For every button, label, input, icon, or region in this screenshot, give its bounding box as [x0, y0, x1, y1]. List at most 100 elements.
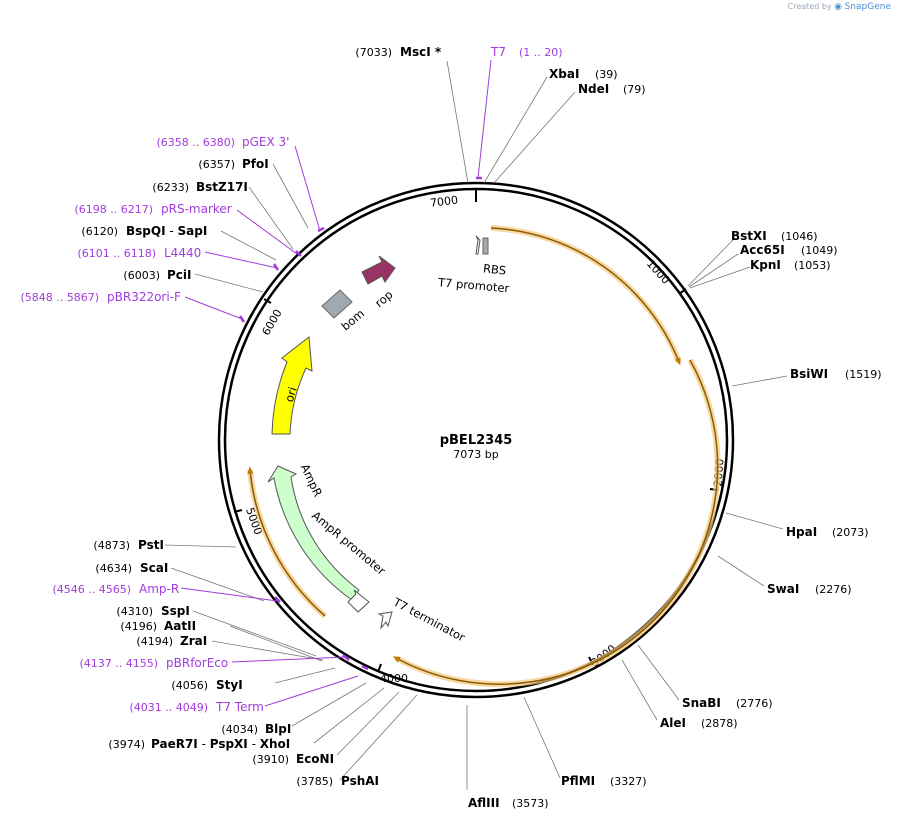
enzyme-bspQI[interactable]: (6120) BspQI - SapI: [81, 224, 207, 238]
ampr-label: AmpR: [298, 462, 325, 499]
primer-pgex3[interactable]: (6358 .. 6380) pGEX 3': [156, 135, 289, 149]
tick-label-6000: 6000: [260, 307, 285, 338]
snapgene-brand: Created by ◉ SnapGene: [788, 2, 891, 12]
primer-pbrforeco-range: (4137 .. 4155): [79, 657, 158, 670]
brand-prefix: Created by: [787, 2, 832, 11]
enzyme-paeR7I[interactable]: (3974) PaeR7I - PspXI - XhoI: [108, 737, 290, 751]
enzyme-labels: (7033) MscI * XbaI (39) NdeI (79) BstXI …: [81, 45, 881, 810]
enzyme-xbaI[interactable]: XbaI (39): [549, 67, 618, 81]
enzyme-bstZ17I-pos: (6233): [152, 181, 189, 194]
enzyme-pstI[interactable]: (4873) PstI: [93, 538, 164, 552]
enzyme-ndeI[interactable]: NdeI (79): [578, 82, 646, 96]
enzyme-pshAI-name: PshAI: [341, 774, 379, 788]
enzyme-bstXI[interactable]: BstXI (1046): [731, 229, 818, 243]
enzyme-ecoNI-name: EcoNI: [296, 752, 334, 766]
enzyme-aatII[interactable]: (4196) AatII: [120, 619, 196, 633]
enzyme-pciI[interactable]: (6003) PciI: [123, 268, 191, 282]
enzyme-scaI[interactable]: (4634) ScaI: [95, 561, 168, 575]
enzyme-xbaI-name: XbaI: [549, 67, 579, 81]
enzyme-kpnI-name: KpnI: [750, 258, 781, 272]
enzyme-bsiWI[interactable]: BsiWI (1519): [790, 367, 882, 381]
enzyme-styI-pos: (4056): [171, 679, 208, 692]
enzyme-mscI[interactable]: (7033) MscI *: [355, 45, 441, 59]
primer-t7-range: (1 .. 20): [519, 46, 563, 59]
enzyme-pfoI-name: PfoI: [242, 157, 269, 171]
enzyme-pfoI[interactable]: (6357) PfoI: [198, 157, 268, 171]
enzyme-aleI[interactable]: AleI (2878): [660, 716, 738, 730]
enzyme-swaI-name: SwaI: [767, 582, 799, 596]
enzyme-aflIII[interactable]: AflIII (3573): [468, 796, 549, 810]
enzyme-acc65I-name: Acc65I: [740, 243, 785, 257]
enzyme-blpI[interactable]: (4034) BlpI: [221, 722, 291, 736]
enzyme-acc65I-pos: (1049): [801, 244, 838, 257]
enzyme-zraI[interactable]: (4194) ZraI: [136, 634, 207, 648]
enzyme-swaI[interactable]: SwaI (2276): [767, 582, 852, 596]
primer-t7-term-name: T7 Term: [215, 700, 264, 714]
enzyme-aatII-name: AatII: [164, 619, 196, 633]
plasmid-size: 7073 bp: [453, 448, 498, 461]
enzyme-aflIII-name: AflIII: [468, 796, 500, 810]
primer-prs-marker[interactable]: (6198 .. 6217) pRS-marker: [74, 202, 231, 216]
enzyme-pciI-name: PciI: [167, 268, 192, 282]
primer-t7-name: T7: [490, 45, 506, 59]
feature-t7-promoter[interactable]: RBS T7 promoter: [437, 235, 511, 295]
enzyme-bsiWI-name: BsiWI: [790, 367, 828, 381]
primer-t7[interactable]: T7 (1 .. 20): [490, 45, 563, 59]
enzyme-acc65I[interactable]: Acc65I (1049): [740, 243, 838, 257]
primer-amp-r-name: Amp-R: [139, 582, 179, 596]
snapgene-logo-icon: ◉: [834, 2, 843, 12]
feature-ampr[interactable]: AmpR AmpR promoter: [267, 462, 388, 601]
enzyme-bspQI-name: BspQI - SapI: [126, 224, 207, 238]
feature-t7-terminator[interactable]: T7 terminator: [377, 594, 468, 645]
feature-ampr-promoter-arrow[interactable]: [347, 589, 370, 613]
enzyme-pshAI[interactable]: (3785) PshAI: [296, 774, 379, 788]
enzyme-paeR7I-name: PaeR7I - PspXI - XhoI: [151, 737, 290, 751]
feature-rop[interactable]: rop: [361, 255, 396, 310]
enzyme-pciI-pos: (6003): [123, 269, 160, 282]
enzyme-sspI[interactable]: (4310) SspI: [116, 604, 189, 618]
enzyme-kpnI[interactable]: KpnI (1053): [750, 258, 831, 272]
enzyme-zraI-name: ZraI: [180, 634, 207, 648]
enzyme-styI[interactable]: (4056) StyI: [171, 678, 242, 692]
primer-pgex3-name: pGEX 3': [242, 135, 289, 149]
primer-prs-marker-name: pRS-marker: [161, 202, 232, 216]
enzyme-ecoNI-pos: (3910): [252, 753, 289, 766]
enzyme-bstZ17I[interactable]: (6233) BstZ17I: [152, 180, 247, 194]
orf-arcs: [247, 225, 721, 688]
primer-amp-r-range: (4546 .. 4565): [52, 583, 131, 596]
primer-connectors: [180, 59, 492, 707]
primer-l4440[interactable]: (6101 .. 6118) L4440: [77, 246, 201, 260]
enzyme-pshAI-pos: (3785): [296, 775, 333, 788]
primer-amp-r[interactable]: (4546 .. 4565) Amp-R: [52, 582, 179, 596]
enzyme-mscI-name: MscI *: [400, 45, 442, 59]
enzyme-pflMI[interactable]: PflMI (3327): [561, 774, 647, 788]
enzyme-ecoNI[interactable]: (3910) EcoNI: [252, 752, 334, 766]
enzyme-scaI-name: ScaI: [140, 561, 168, 575]
enzyme-pstI-pos: (4873): [93, 539, 130, 552]
enzyme-styI-name: StyI: [216, 678, 243, 692]
backbone: [217, 181, 735, 699]
primer-pbr322ori-f[interactable]: (5848 .. 5867) pBR322ori-F: [20, 290, 181, 304]
enzyme-blpI-pos: (4034): [221, 723, 258, 736]
enzyme-bsiWI-pos: (1519): [845, 368, 882, 381]
t7-promoter-label: T7 promoter: [437, 275, 511, 295]
enzyme-aleI-pos: (2878): [701, 717, 738, 730]
primer-t7-term[interactable]: (4031 .. 4049) T7 Term: [129, 700, 263, 714]
enzyme-snaBI[interactable]: SnaBI (2776): [682, 696, 773, 710]
primer-pgex3-range: (6358 .. 6380): [156, 136, 235, 149]
enzyme-kpnI-pos: (1053): [794, 259, 831, 272]
enzyme-snaBI-name: SnaBI: [682, 696, 721, 710]
enzyme-pflMI-name: PflMI: [561, 774, 595, 788]
enzyme-mscI-pos: (7033): [355, 46, 392, 59]
tick-label-7000: 7000: [429, 193, 458, 209]
tick-label-4000: 4000: [380, 672, 408, 685]
enzyme-hpaI-name: HpaI: [786, 525, 817, 539]
primer-pbrforeco[interactable]: (4137 .. 4155) pBRforEco: [79, 656, 228, 670]
enzyme-hpaI[interactable]: HpaI (2073): [786, 525, 869, 539]
feature-ori[interactable]: ori: [271, 336, 313, 435]
rbs-box: [482, 237, 489, 255]
feature-bom[interactable]: bom: [321, 289, 367, 333]
enzyme-bstXI-pos: (1046): [781, 230, 818, 243]
enzyme-hpaI-pos: (2073): [832, 526, 869, 539]
